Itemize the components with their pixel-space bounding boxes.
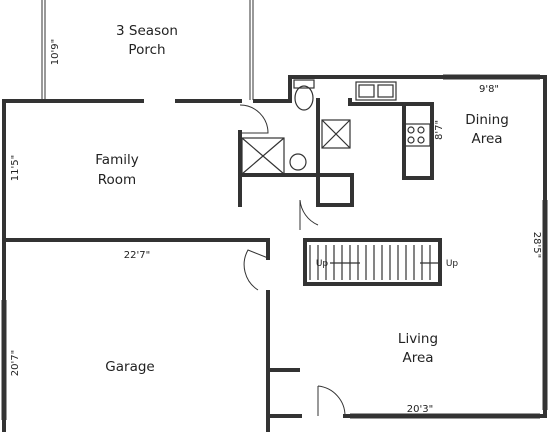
label-porch-line1: 3 Season [116,23,178,39]
label-living-line2: Area [402,350,433,366]
dim-dining-width: 9'8" [479,84,499,95]
label-family-line2: Room [98,172,136,188]
dim-family-width: 22'7" [124,250,150,261]
dim-dining-depth: 8'7" [434,120,445,140]
dim-family-depth: 11'5" [10,155,21,181]
stairs-up-right: Up [446,259,459,269]
label-porch-line2: Porch [128,42,165,58]
stair-treads [309,245,440,280]
dim-living-depth: 28'5" [531,232,542,258]
label-living-line1: Living [398,331,438,347]
dim-porch-depth: 10'9" [50,39,61,65]
dim-garage-depth: 20'7" [10,350,21,376]
walls [2,75,547,432]
fixtures [241,79,431,175]
label-family-line1: Family [95,152,138,168]
label-dining-line2: Area [471,131,502,147]
stairs-up-left: Up [316,259,329,269]
dim-living-width: 20'3" [407,404,433,415]
door-swings [239,104,346,417]
windows [1,0,548,420]
label-garage: Garage [105,359,154,375]
label-dining-line1: Dining [465,112,509,128]
